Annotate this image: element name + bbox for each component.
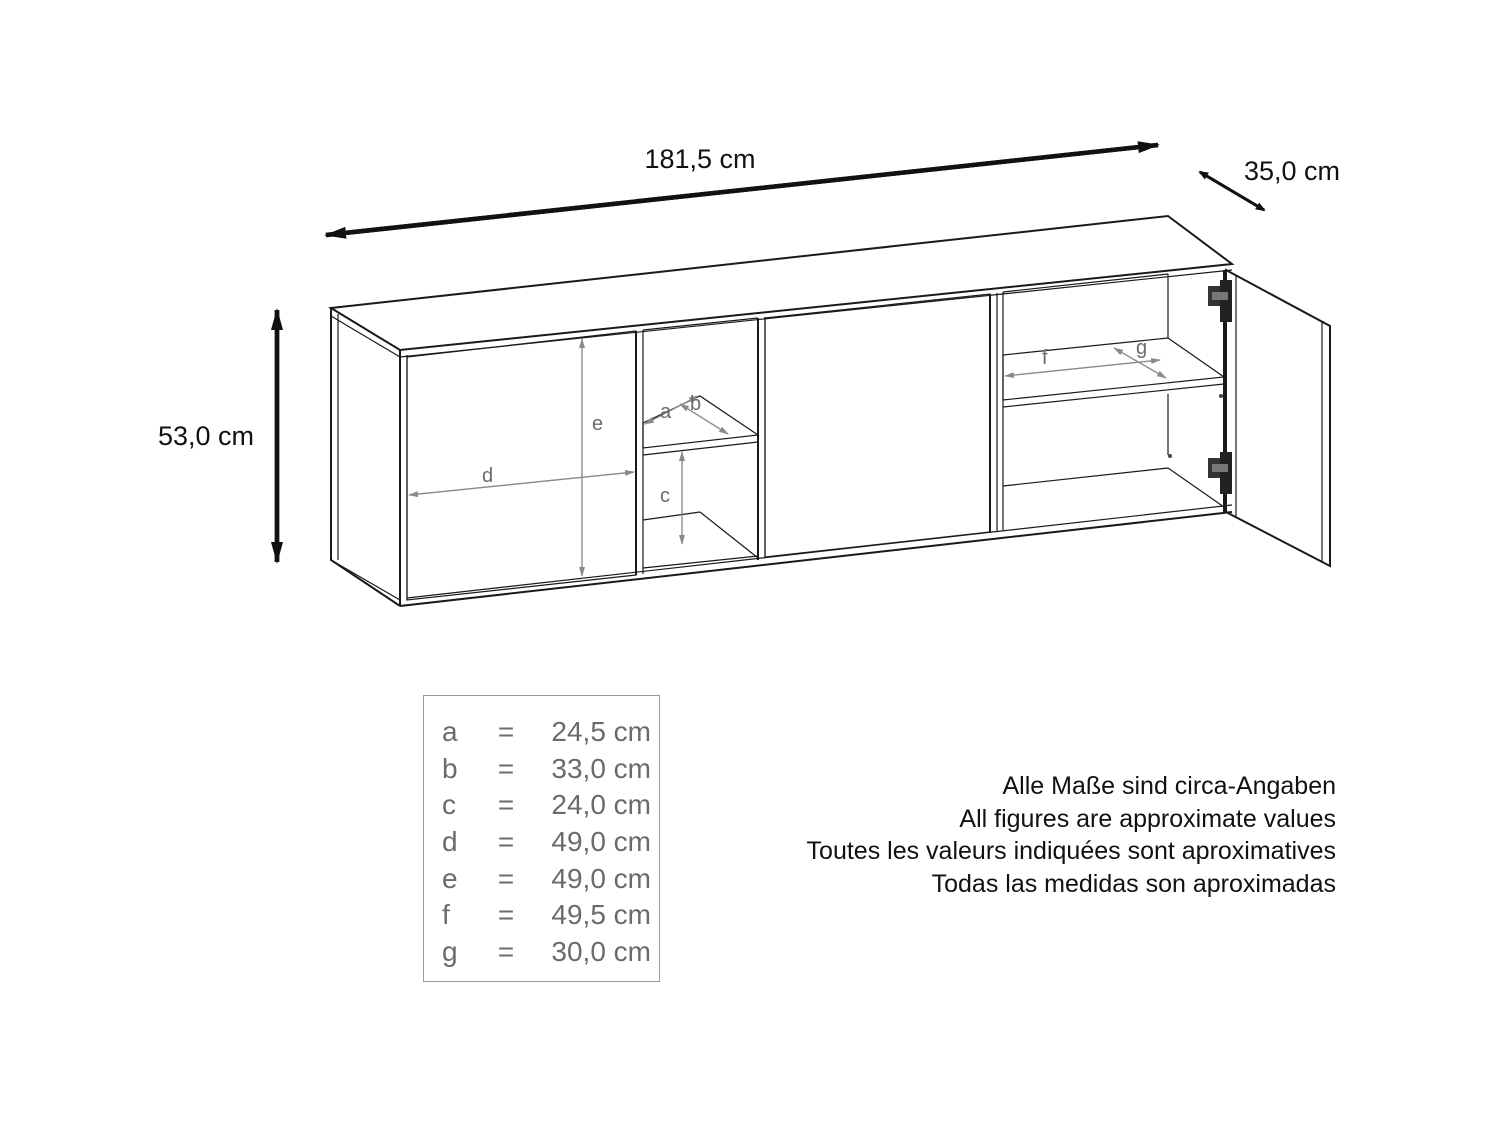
letter-e: e — [592, 413, 603, 435]
legend-key: e — [442, 862, 458, 894]
hinge-pin-icon — [1219, 394, 1223, 398]
legend-equals: = — [497, 752, 515, 784]
legend-equals: = — [497, 789, 515, 821]
legend-key: d — [442, 826, 458, 858]
width-label: 181,5 cm — [644, 144, 755, 174]
legend-row: f = 49,5 cm — [424, 897, 659, 934]
legend-value: 49,5 cm — [551, 899, 651, 931]
legend-value: 30,0 cm — [551, 935, 651, 967]
cabinet-body — [327, 214, 1235, 607]
legend-key: g — [442, 935, 458, 967]
right-open-compartment — [1002, 270, 1226, 530]
measure-f-arrow — [1004, 357, 1161, 379]
legend-row: g = 30,0 cm — [424, 934, 659, 971]
note-line-fr: Toutes les valeurs indiquées sont aproxi… — [806, 837, 1336, 865]
measure-g-arrow — [1113, 347, 1167, 379]
letter-a: a — [660, 401, 672, 423]
legend-row: a = 24,5 cm — [424, 714, 659, 751]
legend-row: b = 33,0 cm — [424, 751, 659, 788]
middle-open-compartment — [642, 317, 766, 569]
depth-dimension-arrow — [1198, 170, 1266, 212]
legend-equals: = — [497, 862, 515, 894]
legend-value: 33,0 cm — [551, 752, 651, 784]
measure-b-arrow — [679, 403, 729, 435]
hinge-bottom-icon — [1208, 452, 1232, 494]
depth-label: 35,0 cm — [1244, 156, 1340, 186]
legend-row: e = 49,0 cm — [424, 860, 659, 897]
legend-value: 49,0 cm — [551, 862, 651, 894]
legend-equals: = — [497, 899, 515, 931]
letter-f: f — [1042, 347, 1048, 369]
open-right-door — [1225, 268, 1331, 568]
legend-key: c — [442, 789, 456, 821]
note-line-es: Todas las medidas son aproximadas — [931, 869, 1336, 898]
legend-equals: = — [497, 935, 515, 967]
legend-equals: = — [497, 716, 515, 748]
width-dimension-arrow — [324, 141, 1160, 239]
note-line-en: All figures are approximate values — [959, 804, 1336, 833]
measure-d-arrow — [408, 469, 635, 498]
letter-c: c — [660, 485, 670, 507]
legend-value: 24,5 cm — [551, 716, 651, 748]
legend-row: d = 49,0 cm — [424, 824, 659, 861]
height-label: 53,0 cm — [158, 421, 254, 451]
center-door — [764, 293, 998, 558]
letter-b: b — [690, 393, 701, 415]
letter-d: d — [482, 465, 493, 487]
legend-value: 24,0 cm — [551, 789, 651, 821]
measure-a-arrow — [644, 395, 699, 425]
approximate-values-note: Alle Maße sind circa-Angaben All figures… — [807, 770, 1336, 900]
measurement-legend: a = 24,5 cm b = 33,0 cm c = 24,0 cm d = … — [423, 695, 660, 982]
hinge-pin-icon — [1168, 454, 1172, 458]
legend-key: a — [442, 716, 458, 748]
legend-equals: = — [497, 826, 515, 858]
note-line-de: Alle Maße sind circa-Angaben — [1002, 772, 1337, 800]
letter-g: g — [1136, 337, 1147, 359]
legend-key: b — [442, 752, 458, 784]
left-door — [406, 330, 644, 601]
legend-key: f — [442, 899, 450, 931]
legend-value: 49,0 cm — [551, 826, 651, 858]
hinge-top-icon — [1208, 280, 1232, 322]
legend-row: c = 24,0 cm — [424, 787, 659, 824]
